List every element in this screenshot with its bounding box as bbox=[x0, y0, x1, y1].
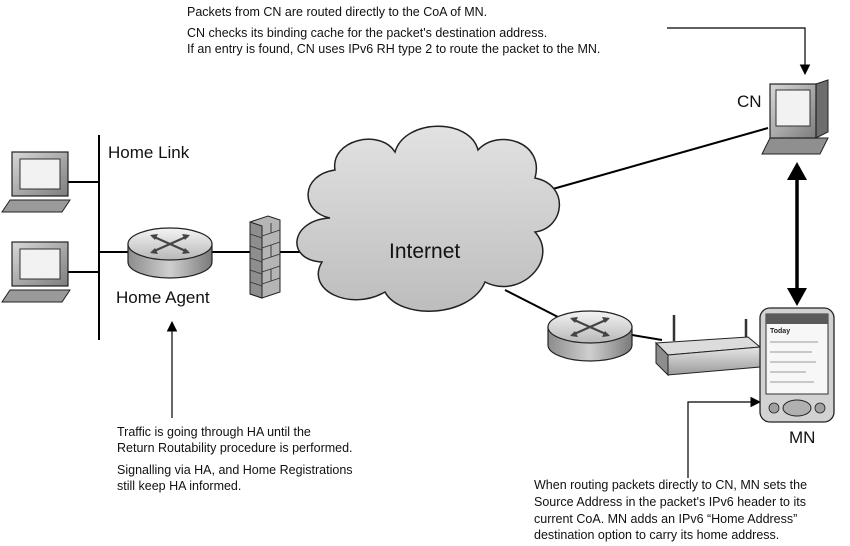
firewall-icon bbox=[249, 215, 281, 299]
top-note-line-1: Packets from CN are routed directly to t… bbox=[187, 5, 488, 19]
home-agent-label: Home Agent bbox=[116, 288, 210, 307]
internet-to-foreign-router bbox=[504, 289, 561, 319]
home-agent-router-icon bbox=[127, 227, 213, 279]
ha-note-line-2: Return Routability procedure is performe… bbox=[117, 441, 353, 455]
wireless-access-point-icon bbox=[654, 315, 762, 377]
top-note-arrow bbox=[667, 27, 811, 76]
mn-note-line-4: destination option to carry its home add… bbox=[534, 528, 780, 542]
foreign-router-icon bbox=[547, 310, 633, 362]
annotation-arrows bbox=[166, 27, 811, 478]
cn-mn-direct-route-arrow bbox=[787, 162, 807, 306]
top-note-line-2: CN checks its binding cache for the pack… bbox=[187, 26, 548, 40]
top-note-line-3: If an entry is found, CN uses IPv6 RH ty… bbox=[187, 42, 601, 56]
pda-screen-title: Today bbox=[770, 328, 790, 335]
internet-to-cn bbox=[527, 127, 769, 197]
ha-note-line-4: still keep HA informed. bbox=[117, 479, 242, 493]
cn-label: CN bbox=[737, 92, 762, 111]
home-pc-2-icon bbox=[1, 241, 71, 303]
mn-note-line-2: Source Address in the packet's IPv6 head… bbox=[534, 495, 806, 509]
mn-note-line-3: current CoA. MN adds an IPv6 “Home Addre… bbox=[534, 512, 798, 526]
mn-note-line-1: When routing packets directly to CN, MN … bbox=[534, 478, 808, 492]
foreign-router-to-access-point bbox=[631, 334, 663, 341]
internet-cloud-icon bbox=[296, 125, 561, 312]
ha-note-line-3: Signalling via HA, and Home Registration… bbox=[117, 463, 353, 477]
pda-mobile-node-icon: Today bbox=[759, 307, 835, 423]
mn-note-arrow bbox=[687, 396, 762, 478]
ha-note-line-1: Traffic is going through HA until the bbox=[117, 425, 311, 439]
network-links bbox=[68, 127, 769, 341]
cn-computer-icon bbox=[761, 79, 829, 155]
home-pc-1-icon bbox=[1, 151, 71, 213]
internet-label: Internet bbox=[389, 240, 461, 263]
home-link-label: Home Link bbox=[108, 143, 190, 162]
mn-label: MN bbox=[789, 428, 816, 447]
